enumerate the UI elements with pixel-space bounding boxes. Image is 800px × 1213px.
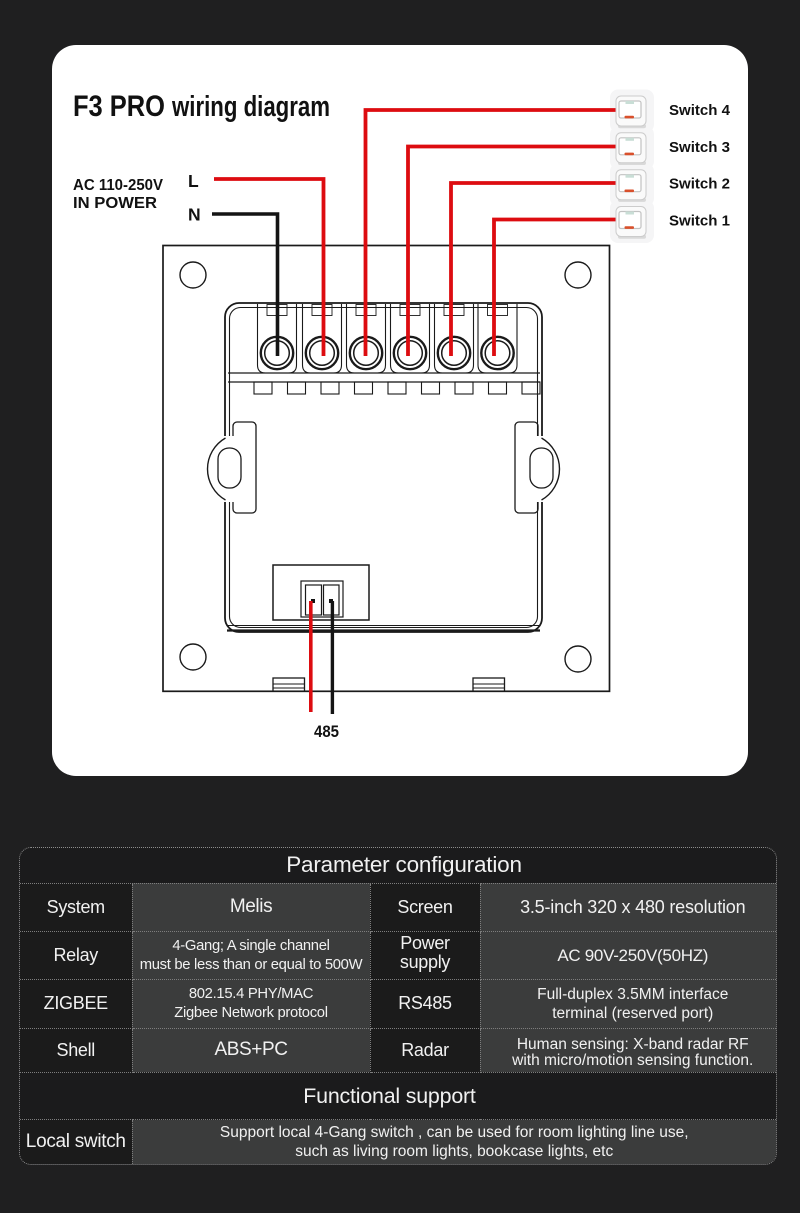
svg-text:N: N <box>188 205 201 225</box>
svg-text:Switch 2: Switch 2 <box>669 177 730 193</box>
svg-text:IN POWER: IN POWER <box>73 195 157 212</box>
svg-text:485: 485 <box>314 722 339 741</box>
svg-text:Switch 4: Switch 4 <box>669 103 730 119</box>
svg-text:wiring diagram: wiring diagram <box>171 91 330 123</box>
svg-text:Switch 3: Switch 3 <box>669 140 730 156</box>
svg-text:F3 PRO: F3 PRO <box>73 90 165 123</box>
svg-text:AC 110-250V: AC 110-250V <box>73 177 163 194</box>
svg-text:Switch 1: Switch 1 <box>669 214 730 230</box>
svg-text:L: L <box>188 171 199 191</box>
